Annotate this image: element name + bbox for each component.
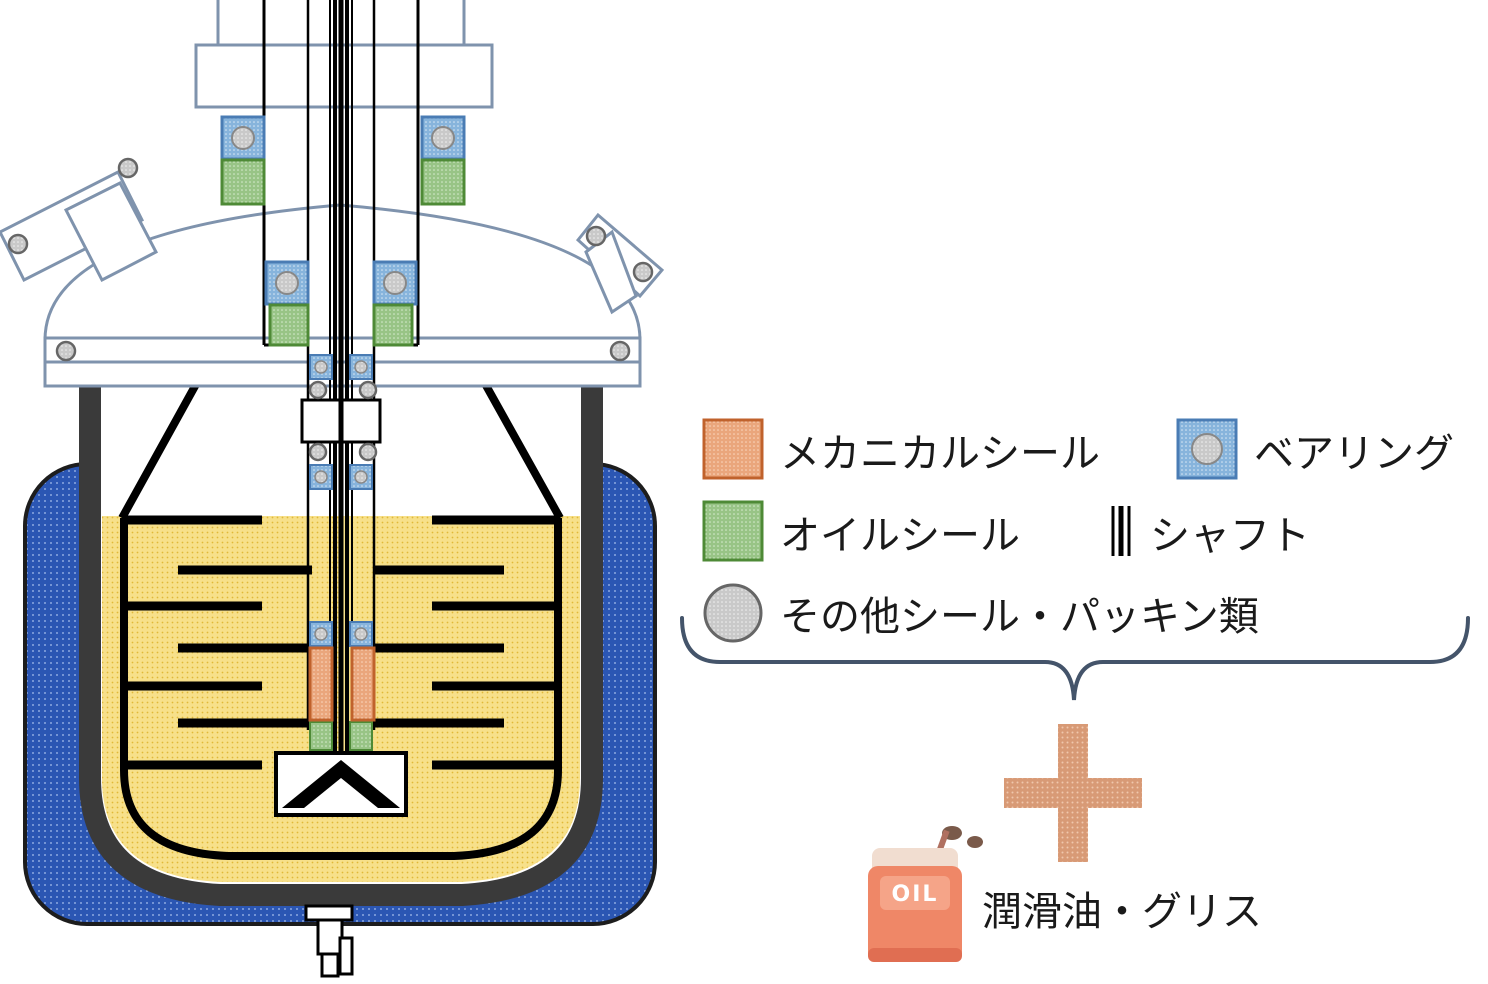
legend-item-bearing: ベアリング xyxy=(1176,418,1454,480)
oil-seal-top-left xyxy=(220,158,266,206)
legend-swatch-mechanical-seal xyxy=(702,418,764,480)
oil-seals xyxy=(220,158,466,751)
oil-seal-mid-left xyxy=(268,303,310,347)
bearing-small-3 xyxy=(309,464,333,490)
legend-item-shaft: シャフト xyxy=(1108,506,1310,559)
drain-valve xyxy=(304,904,354,978)
plus-icon xyxy=(1004,724,1142,862)
legend-label-oil-seal: オイルシール xyxy=(780,513,1020,559)
bearing-small-4 xyxy=(349,464,373,490)
mech-seal-left xyxy=(308,646,334,722)
legend-item-mechanical-seal: メカニカルシール xyxy=(702,418,1100,480)
oil-seal-mid-right xyxy=(372,303,414,347)
grouping-brace xyxy=(680,616,1470,701)
oil-seal-top-right xyxy=(420,158,466,206)
baffles-right xyxy=(374,515,558,770)
legend-label-shaft: シャフト xyxy=(1150,513,1310,559)
inner-coil-shell xyxy=(120,518,562,860)
top-flange xyxy=(194,43,494,109)
bearing-mid-right xyxy=(372,260,418,306)
bearing-top-left xyxy=(220,115,266,161)
bearing-small-1 xyxy=(309,354,333,380)
legend-swatch-shaft xyxy=(1108,506,1134,556)
bearing-small-6 xyxy=(349,621,373,647)
legend-label-other-seals: その他シール・パッキン類 xyxy=(780,594,1259,640)
legend-swatch-other-seals xyxy=(703,583,763,643)
mech-seal-right xyxy=(350,646,376,722)
baffles-left xyxy=(124,515,312,770)
central-shaft xyxy=(333,0,349,760)
legend: メカニカルシール ベアリング オイルシール シャフト その他シール・パッキン類 xyxy=(702,418,1454,643)
oil-seal-low-right xyxy=(349,721,373,751)
nozzle-left xyxy=(0,169,159,283)
impeller xyxy=(274,751,408,817)
mechanical-seals xyxy=(308,646,376,722)
packings xyxy=(7,157,654,462)
bearing-top-right xyxy=(420,115,466,161)
legend-item-other-seals: その他シール・パッキン類 xyxy=(703,583,1259,643)
oil-can-text: OIL xyxy=(892,882,939,907)
oil-seal-low-left xyxy=(309,721,333,751)
oil-can-icon: OIL xyxy=(868,826,983,962)
lubricant-label: 潤滑油・グリス xyxy=(982,889,1262,935)
bearing-small-5 xyxy=(309,621,333,647)
bearings xyxy=(220,115,466,647)
legend-swatch-oil-seal xyxy=(702,500,764,562)
bearing-small-2 xyxy=(349,354,373,380)
bearing-mid-left xyxy=(264,260,310,306)
legend-item-oil-seal: オイルシール xyxy=(702,500,1020,562)
legend-label-mechanical-seal: メカニカルシール xyxy=(780,431,1100,477)
legend-label-bearing: ベアリング xyxy=(1254,431,1454,477)
